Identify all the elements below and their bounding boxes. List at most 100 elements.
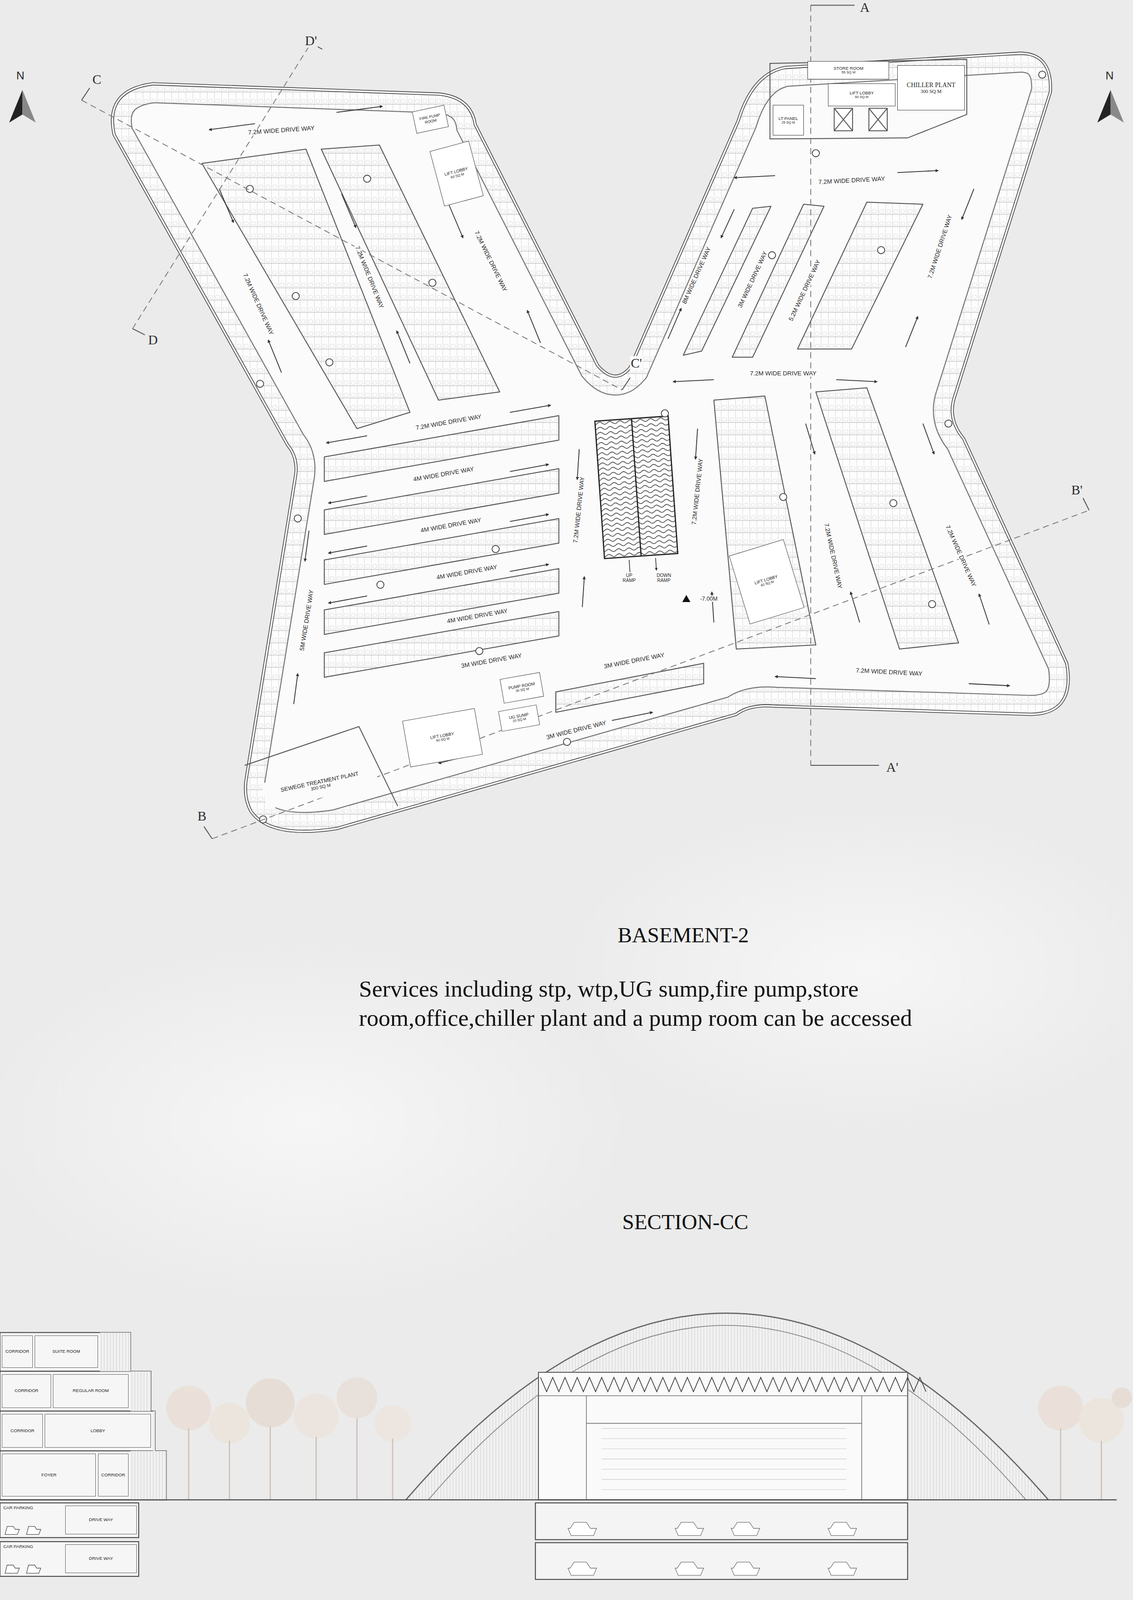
section-line [81,100,622,390]
section-room: DRIVE WAY [65,1543,137,1573]
service-block [834,108,853,131]
column [475,647,483,655]
section-tick [810,764,880,766]
traffic-arrow [448,204,463,238]
section-marker: A [858,0,871,15]
plan-outline [112,53,1069,832]
traffic-arrow [667,308,682,339]
service-room: FIRE PUMP ROOM [412,104,449,134]
column [363,175,371,183]
section-building [130,1370,151,1411]
level-mark [682,594,691,602]
driveway-label: 7.2M WIDE DRIVE WAY [690,457,705,527]
column [292,292,300,300]
ramp [594,415,679,574]
parking-island [713,395,817,649]
section-line [132,42,311,329]
section-room: CAR PARKING [1,1542,62,1556]
service-room: LIFT LOBBY60 SQ M [402,708,483,767]
traffic-arrow [611,712,653,721]
plan-outline [112,53,1069,832]
section-tick [203,826,213,839]
driveway-label: 4M WIDE DRIVE WAY [445,607,509,625]
tree [166,1385,212,1430]
parking-island [555,662,704,712]
service-room: LIFT LOBBY60 SQ M [429,140,485,207]
room-name: CHILLER PLANT [906,81,956,89]
traffic-arrow [509,404,551,413]
room-name: LIFT LOBBY [849,90,875,96]
section-marker: A' [885,760,900,775]
driveway-label: 5M WIDE DRIVE WAY [298,588,316,652]
service-block [244,59,968,806]
plan-outline [112,53,1069,832]
driveway-label: 7.2M WIDE DRIVE WAY [572,475,587,545]
traffic-arrow [326,435,368,443]
room-area: 25 SQ M [781,120,796,125]
traffic-arrow [775,676,816,678]
plan-outline [112,53,1069,832]
section-room: CORRIDOR [1,1413,43,1448]
section-line [81,5,1090,839]
north-letter: N [1104,69,1115,82]
section-building [0,1502,139,1537]
section-building [0,1450,167,1500]
ramp [631,418,642,556]
ramp-label: DOWN RAMP [653,573,674,584]
driveway-label: 3M WIDE DRIVE WAY [460,651,524,670]
traffic-arrow [577,449,580,480]
traffic-arrow [672,379,714,382]
section-marker: D [147,332,159,347]
section-line [810,5,812,766]
traffic-arrow [897,170,938,173]
section-room: CORRIDOR [1,1334,33,1368]
room-name: CORRIDOR [101,1472,125,1478]
traffic-arrow [341,193,356,228]
north-letter: N [15,69,26,82]
section-room: CAR PARKING [1,1504,62,1517]
column [246,71,1046,823]
section-room: LOBBY [44,1413,151,1448]
traffic-arrow [336,106,383,113]
service-room: LIFT LOBBY60 SQ M [729,538,805,624]
north-arrow [1110,89,1124,123]
room-name: FOYER [41,1472,57,1478]
section-marker: B [196,808,207,823]
plan-outline [112,53,1069,832]
traffic-arrow [293,673,298,704]
room-name: FIRE PUMP ROOM [415,112,446,127]
driveway-label: 7.2M WIDE DRIVE WAY [353,244,385,311]
section-building [0,1332,131,1371]
section-marker: B' [1070,482,1084,497]
driveway-label: 7.2M WIDE DRIVE WAY [241,271,275,337]
traffic-arrow [734,175,775,178]
tree [1111,1386,1133,1408]
section-building [0,1370,151,1411]
driveway-label: 4M WIDE DRIVE WAY [435,563,499,581]
section-tick [1082,497,1089,511]
section-dome [405,1312,1049,1500]
traffic-arrow [961,188,974,220]
traffic-arrow [396,330,410,364]
driveway-label: 7.2M WIDE DRIVE WAY [247,124,316,137]
service-block [869,108,888,131]
column [768,251,776,259]
room-name: DRIVE WAY [88,1555,114,1561]
traffic-arrow [219,188,234,223]
section-dome [568,1521,857,1575]
section-tick [81,5,1090,839]
section-room: DRIVE WAY [65,1505,137,1534]
room-name: CORRIDOR [5,1348,30,1354]
service-block [770,59,968,139]
section-building [0,1541,139,1576]
section-tick [810,5,855,6]
plan-outline [112,53,1069,832]
section-tick [621,377,631,390]
ramp [594,415,678,559]
traffic-arrow [968,683,1010,686]
driveway-label: 7.2M WIDE DRIVE WAY [472,228,509,294]
ground-line [0,1498,1117,1500]
traffic-arrow [850,591,860,623]
room-area: 20 SQ M [512,717,527,724]
room-name: LT PANEL [778,116,799,121]
